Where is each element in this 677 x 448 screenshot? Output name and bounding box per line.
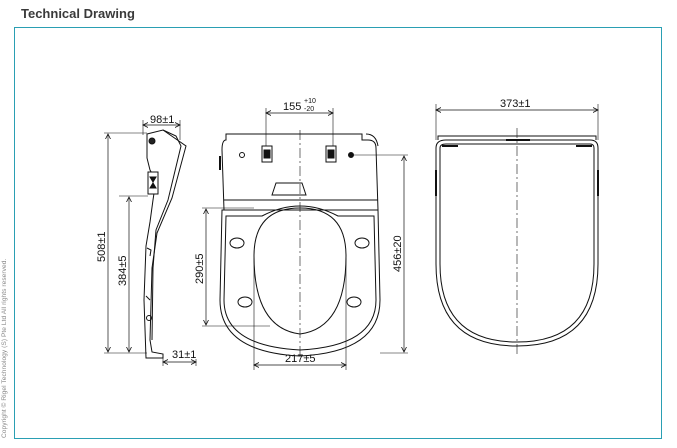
dim-front-bottom-width: 217±5 bbox=[285, 353, 316, 365]
dim-front-top-tol-lower: -20 bbox=[304, 106, 314, 113]
dim-front-total-length: 456±20 bbox=[392, 235, 404, 272]
dim-side-bottom: 31±1 bbox=[172, 349, 196, 361]
dim-front-top-span: 155 bbox=[283, 101, 301, 113]
page-title: Technical Drawing bbox=[21, 6, 135, 21]
side-view bbox=[104, 120, 196, 366]
dim-front-top-tol-upper: +10 bbox=[304, 98, 316, 105]
dim-side-top-width: 98±1 bbox=[150, 114, 174, 126]
dim-side-height-total: 508±1 bbox=[96, 231, 108, 262]
dim-side-height-inner: 384±5 bbox=[117, 255, 129, 286]
dim-top-width: 373±1 bbox=[500, 98, 531, 110]
dim-front-opening-height: 290±5 bbox=[194, 253, 206, 284]
top-view bbox=[435, 104, 599, 354]
front-view bbox=[202, 108, 408, 370]
drawing-frame bbox=[14, 27, 662, 439]
